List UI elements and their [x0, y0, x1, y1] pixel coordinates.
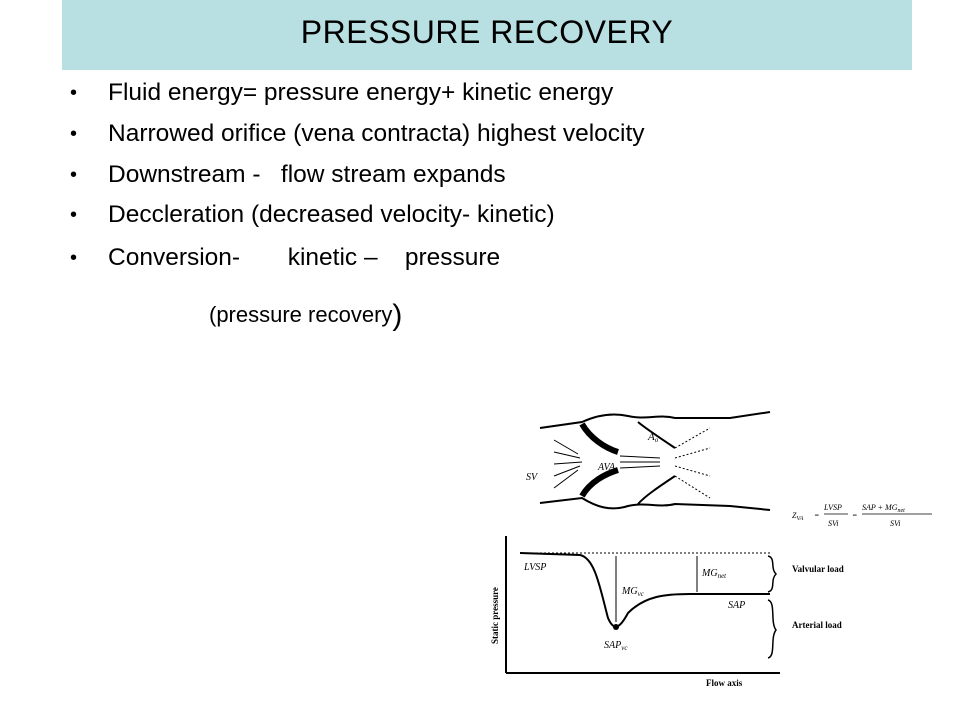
sub-note-text: (pressure recovery [209, 302, 393, 327]
valvular-load-brace [767, 555, 778, 593]
label-mg-vc: MGvc [621, 586, 645, 598]
formula-equals-1: = [814, 511, 819, 520]
formula-frac1-den: SVi [828, 519, 839, 528]
label-valvular-load: Valvular load [792, 564, 844, 574]
lower-leaflet [579, 467, 619, 498]
bullet-text: Fluid energy= pressure energy+ kinetic e… [108, 79, 614, 106]
x-axis-label: Flow axis [706, 678, 743, 688]
lower-leaflet-tip [637, 475, 676, 505]
upper-leaflet [579, 422, 619, 455]
flow-arrows [553, 427, 711, 499]
expansion-line [674, 465, 711, 477]
bullet-text: Downstream - flow stream expands [108, 161, 506, 188]
expansion-line [674, 447, 711, 459]
label-arterial-load: Arterial load [792, 620, 842, 630]
jet-line [619, 465, 661, 469]
bullet-dot: • [70, 204, 78, 226]
sub-note: (pressure recovery) [209, 296, 403, 332]
static-pressure-curve [519, 552, 770, 628]
bullet-text: Deccleration (decreased velocity- kineti… [108, 201, 555, 228]
flow-arrow [553, 469, 579, 489]
label-ao: Ao [647, 431, 659, 444]
label-sap: SAP [728, 600, 745, 611]
label-ava: AVA [597, 462, 616, 473]
flow-arrow [553, 465, 581, 477]
y-axis-label: Static pressure [490, 587, 500, 644]
impedance-formula: ZVA = LVSP SVi = SAP + MGnet SVi [792, 503, 932, 528]
title-bar: PRESSURE RECOVERY [62, 0, 912, 70]
bullet-dot: • [70, 164, 78, 186]
flow-arrow [553, 451, 581, 459]
bullet-item: • Downstream - flow stream expands [70, 160, 506, 280]
expansion-line [674, 475, 711, 499]
expansion-line [674, 427, 711, 449]
label-mg-net: MGnet [701, 568, 727, 580]
upper-vessel-wall [539, 411, 771, 429]
arterial-load-brace [767, 599, 777, 659]
vena-contracta-point [613, 624, 619, 630]
formula-frac2-num: SAP + MGnet [862, 503, 905, 514]
bullet-dot: • [70, 247, 78, 269]
bullet-dot: • [70, 123, 78, 145]
flow-arrow [553, 439, 579, 455]
valve-schematic [539, 411, 771, 511]
slide-title: PRESSURE RECOVERY [300, 14, 674, 50]
bullet-item: • Fluid energy= pressure energy+ kinetic… [70, 78, 613, 198]
jet-line [619, 455, 661, 459]
bullet-text: Conversion- kinetic – pressure [108, 244, 501, 271]
bullet-item: • Conversion- kinetic – pressure [70, 243, 500, 363]
label-sv: SV [526, 472, 539, 483]
upper-leaflet-tip [637, 421, 676, 449]
pressure-graph [505, 536, 780, 674]
formula-equals-2: = [852, 511, 857, 520]
label-lvsp: LVSP [523, 562, 546, 573]
sub-note-close: ) [392, 299, 403, 332]
bullet-item: • Deccleration (decreased velocity- kine… [70, 200, 555, 320]
label-sap-vc: SAPvc [604, 640, 628, 652]
pressure-recovery-figure: Ao AVA SV LVSP MGnet MGvc SAP SAPvc Valv… [470, 408, 958, 695]
formula-frac1-num: LVSP [823, 503, 842, 512]
lower-vessel-wall [539, 496, 771, 511]
bullet-dot: • [70, 82, 78, 104]
formula-lhs: ZVA [792, 511, 804, 522]
formula-frac2-den: SVi [890, 519, 901, 528]
bullet-item: • Narrowed orifice (vena contracta) high… [70, 119, 645, 239]
figure-svg: Ao AVA SV LVSP MGnet MGvc SAP SAPvc Valv… [490, 411, 932, 688]
flow-arrow [553, 461, 583, 465]
bullet-text: Narrowed orifice (vena contracta) highes… [108, 120, 645, 147]
